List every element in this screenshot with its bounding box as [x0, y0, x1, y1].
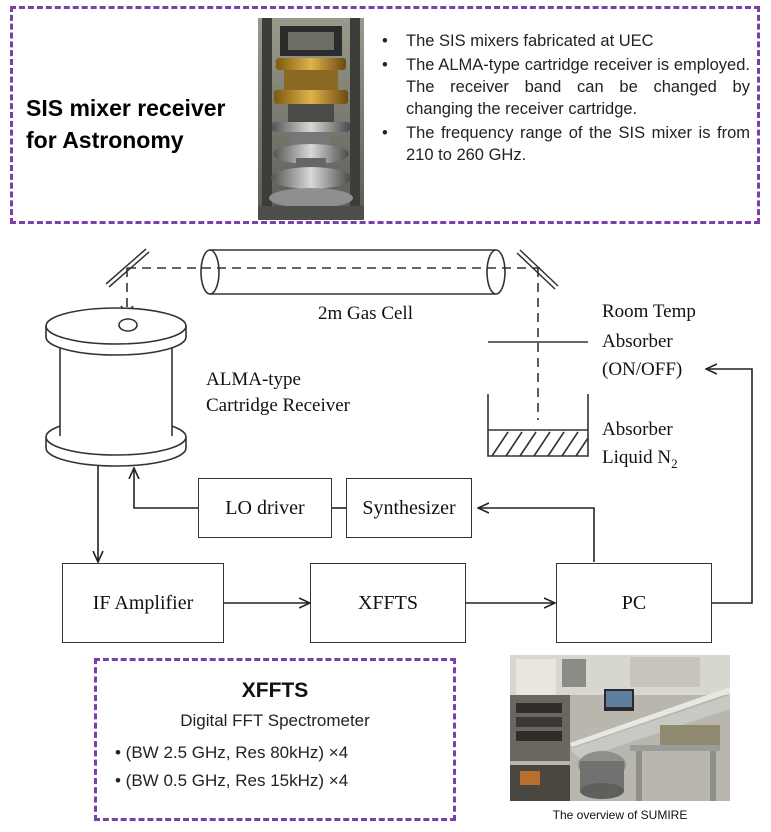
liquid-n2-text: Liquid N: [602, 447, 672, 468]
if-amplifier-label: IF Amplifier: [92, 591, 194, 614]
liquid-n2-label: Liquid N2: [602, 446, 678, 476]
room-temp-label-3: (ON/OFF): [602, 359, 683, 380]
gas-cell: [200, 249, 506, 295]
xffts-spec-2: • (BW 0.5 GHz, Res 15kHz) ×4: [115, 771, 349, 790]
sis-bullet-list: The SIS mixers fabricated at UEC The ALM…: [378, 30, 750, 168]
photo-caption: The overview of SUMIRE: [552, 808, 688, 822]
absorber-label: Absorber: [602, 419, 673, 440]
xffts-box: XFFTS: [310, 563, 466, 643]
cartridge-receiver: [45, 307, 187, 467]
pc-box: PC: [556, 563, 712, 643]
cartridge-label-2: Cartridge Receiver: [206, 395, 351, 416]
sis-info-panel: [10, 6, 760, 224]
if-amplifier-box: IF Amplifier: [62, 563, 224, 643]
cartridge-photo: [258, 18, 364, 220]
lo-driver-box: LO driver: [198, 478, 332, 538]
left-mirror: [105, 248, 147, 285]
xffts-panel-subtitle: Digital FFT Spectrometer: [180, 711, 370, 730]
sis-title-line-1: SIS mixer receiver: [26, 95, 226, 121]
xffts-spec-list: • (BW 2.5 GHz, Res 80kHz) ×4 • (BW 0.5 G…: [115, 739, 348, 795]
gas-cell-label: 2m Gas Cell: [318, 303, 413, 324]
sis-title-line-2: for Astronomy: [26, 127, 184, 153]
room-temp-label-2: Absorber: [602, 331, 673, 352]
sis-bullet-2: The ALMA-type cartridge receiver is empl…: [378, 54, 750, 120]
synthesizer-box: Synthesizer: [346, 478, 472, 538]
sumire-photo: [510, 655, 730, 801]
cartridge-label-1: ALMA-type: [206, 369, 301, 390]
pc-label: PC: [621, 591, 647, 614]
beam-path: [126, 267, 540, 420]
xffts-spec-1: • (BW 2.5 GHz, Res 80kHz) ×4: [115, 743, 349, 762]
lo-driver-label: LO driver: [225, 496, 305, 519]
xffts-panel-title: XFFTS: [241, 679, 309, 702]
liquid-n2-absorber: [487, 394, 589, 457]
xffts-info-panel: XFFTS Digital FFT Spectrometer • (BW 2.5…: [94, 658, 456, 821]
sis-panel-title: SIS mixer receiver for Astronomy: [26, 92, 246, 156]
room-temp-label-1: Room Temp: [602, 301, 696, 322]
synthesizer-label: Synthesizer: [362, 496, 456, 519]
sis-bullet-3: The frequency range of the SIS mixer is …: [378, 122, 750, 166]
sis-bullet-1: The SIS mixers fabricated at UEC: [378, 30, 750, 52]
xffts-label: XFFTS: [357, 591, 419, 614]
liquid-n2-subscript: 2: [671, 455, 678, 471]
